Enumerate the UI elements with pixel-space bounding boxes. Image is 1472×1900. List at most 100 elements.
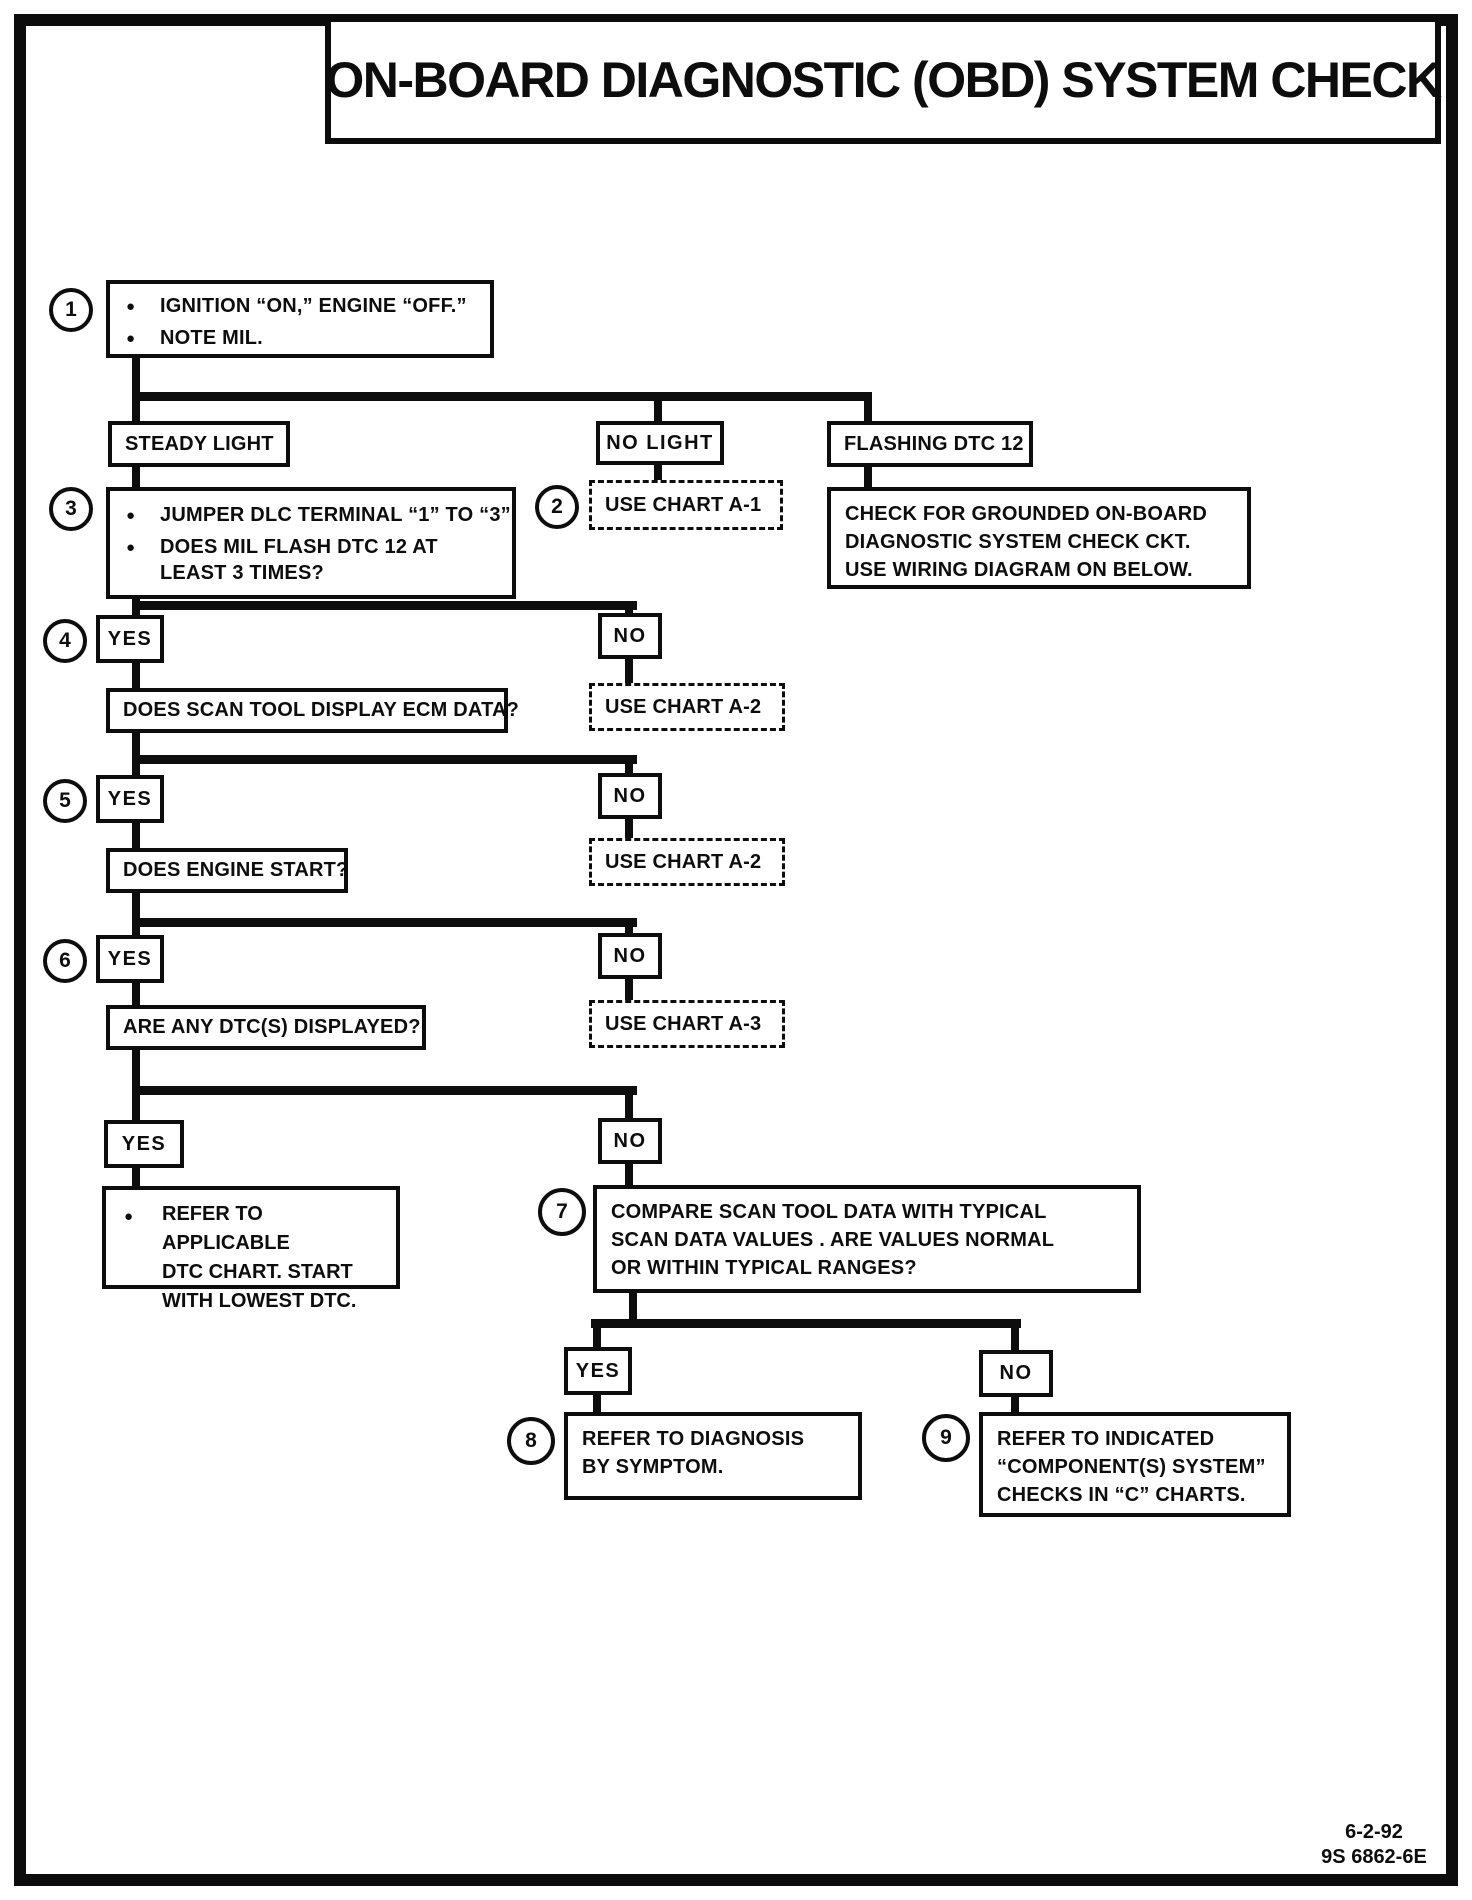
node-compare-scan-data: COMPARE SCAN TOOL DATA WITH TYPICAL SCAN… [593, 1185, 1141, 1293]
connector-line [132, 354, 140, 396]
connector-line [625, 977, 633, 1004]
title-box: ON-BOARD DIAGNOSTIC (OBD) SYSTEM CHECK [325, 16, 1442, 144]
connector-line [593, 1326, 601, 1350]
connector-line [625, 762, 633, 777]
connector-line [864, 465, 872, 490]
step-circle-4: 4 [43, 619, 87, 663]
grounded-line3: USE WIRING DIAGRAM ON BELOW. [845, 559, 1193, 581]
connector-line [629, 1291, 637, 1324]
bullet-icon: ● [126, 539, 136, 556]
step3-line2: DOES MIL FLASH DTC 12 AT LEAST 3 TIMES? [160, 536, 438, 584]
label-no-step9: NO [979, 1350, 1053, 1397]
label-yes-step6: YES [96, 935, 164, 983]
refer-dtc-line1: REFER TO APPLICABLE [162, 1203, 290, 1254]
connector-line [132, 731, 140, 761]
component-line2: “COMPONENT(S) SYSTEM” [997, 1456, 1266, 1478]
branch-flashing-dtc12: FLASHING DTC 12 [827, 421, 1033, 467]
connector-line [132, 1086, 637, 1095]
compare-line1: COMPARE SCAN TOOL DATA WITH TYPICAL [611, 1201, 1047, 1223]
connector-line [625, 1093, 633, 1121]
connector-line [132, 981, 140, 1009]
grounded-line1: CHECK FOR GROUNDED ON-BOARD [845, 503, 1208, 525]
step1-line2: NOTE MIL. [160, 327, 263, 349]
compare-line2: SCAN DATA VALUES . ARE VALUES NORMAL [611, 1229, 1055, 1251]
step-circle-1: 1 [49, 288, 93, 332]
component-line1: REFER TO INDICATED [997, 1428, 1215, 1450]
connector-line [132, 762, 140, 780]
connector-line [591, 1319, 1021, 1328]
label-no-step7: NO [598, 1118, 662, 1164]
node-refer-diagnosis-symptom: REFER TO DIAGNOSIS BY SYMPTOM. [564, 1412, 862, 1500]
node-use-chart-a1: USE CHART A-1 [589, 480, 783, 530]
symptom-line2: BY SYMPTOM. [582, 1456, 724, 1478]
node-refer-component-checks: REFER TO INDICATED “COMPONENT(S) SYSTEM”… [979, 1412, 1291, 1517]
bullet-icon: ● [126, 298, 136, 315]
component-line3: CHECKS IN “C” CHARTS. [997, 1484, 1246, 1506]
grounded-line2: DIAGNOSTIC SYSTEM CHECK CKT. [845, 531, 1191, 553]
label-yes-step4: YES [96, 615, 164, 663]
connector-line [132, 465, 140, 490]
footer-doc-number: 9S 6862-6E [1321, 1846, 1427, 1868]
step-circle-2: 2 [535, 485, 579, 529]
footer-date: 6-2-92 [1345, 1821, 1403, 1843]
step-circle-6: 6 [43, 939, 87, 983]
node-use-chart-a2-second: USE CHART A-2 [589, 838, 785, 886]
connector-line [132, 755, 637, 764]
bullet-icon: ● [126, 507, 136, 524]
step-circle-7: 7 [538, 1188, 586, 1236]
branch-no-light: NO LIGHT [596, 421, 724, 465]
compare-line3: OR WITHIN TYPICAL RANGES? [611, 1257, 917, 1279]
symptom-line1: REFER TO DIAGNOSIS [582, 1428, 805, 1450]
connector-line [132, 608, 140, 620]
step-circle-5: 5 [43, 779, 87, 823]
node-check-grounded-ckt: CHECK FOR GROUNDED ON-BOARD DIAGNOSTIC S… [827, 487, 1251, 589]
node-ignition-note-mil: ● IGNITION “ON,” ENGINE “OFF.” ● NOTE MIL. [106, 280, 494, 358]
connector-line [132, 601, 637, 610]
connector-line [593, 1393, 601, 1415]
refer-dtc-line3: WITH LOWEST DTC. [162, 1290, 357, 1312]
branch-steady-light: STEADY LIGHT [108, 421, 290, 467]
connector-line [864, 399, 872, 424]
step-circle-3: 3 [49, 487, 93, 531]
connector-line [132, 891, 140, 925]
footer-block: 6-2-92 9S 6862-6E [1300, 1820, 1448, 1870]
label-no-step5: NO [598, 773, 662, 819]
connector-line [625, 817, 633, 843]
node-jumper-dlc-mil-flash: ●JUMPER DLC TERMINAL “1” TO “3” ●DOES MI… [106, 487, 516, 599]
connector-line [625, 925, 633, 937]
step-circle-8: 8 [507, 1417, 555, 1465]
label-no-step4: NO [598, 613, 662, 659]
step-circle-9: 9 [922, 1414, 970, 1462]
page-title: ON-BOARD DIAGNOSTIC (OBD) SYSTEM CHECK [325, 52, 1442, 108]
connector-line [132, 925, 140, 939]
node-use-chart-a2: USE CHART A-2 [589, 683, 785, 731]
node-scan-tool-ecm-data: DOES SCAN TOOL DISPLAY ECM DATA? [106, 688, 519, 733]
node-use-chart-a3: USE CHART A-3 [589, 1000, 785, 1048]
label-yes-step7: YES [104, 1120, 184, 1168]
connector-line [132, 392, 872, 401]
connector-line [625, 1162, 633, 1188]
connector-line [654, 399, 662, 424]
connector-line [132, 1166, 140, 1190]
bullet-icon: ● [124, 1208, 134, 1225]
connector-line [132, 399, 140, 424]
label-no-step6: NO [598, 933, 662, 979]
label-yes-step5: YES [96, 775, 164, 823]
connector-line [1011, 1395, 1019, 1415]
node-any-dtc-displayed: ARE ANY DTC(S) DISPLAYED? [106, 1005, 426, 1050]
connector-line [132, 1093, 140, 1123]
connector-line [132, 821, 140, 851]
step1-line1: IGNITION “ON,” ENGINE “OFF.” [160, 295, 467, 317]
connector-line [1011, 1326, 1019, 1353]
node-refer-dtc-chart: ● REFER TO APPLICABLE DTC CHART. START W… [102, 1186, 400, 1312]
connector-line [654, 463, 662, 483]
connector-line [132, 918, 637, 927]
bullet-icon: ● [126, 330, 136, 347]
refer-dtc-line2: DTC CHART. START [162, 1261, 353, 1283]
connector-line [132, 661, 140, 690]
connector-line [132, 1048, 140, 1090]
label-yes-step8: YES [564, 1347, 632, 1395]
connector-line [625, 657, 633, 686]
node-does-engine-start: DOES ENGINE START? [106, 848, 348, 893]
